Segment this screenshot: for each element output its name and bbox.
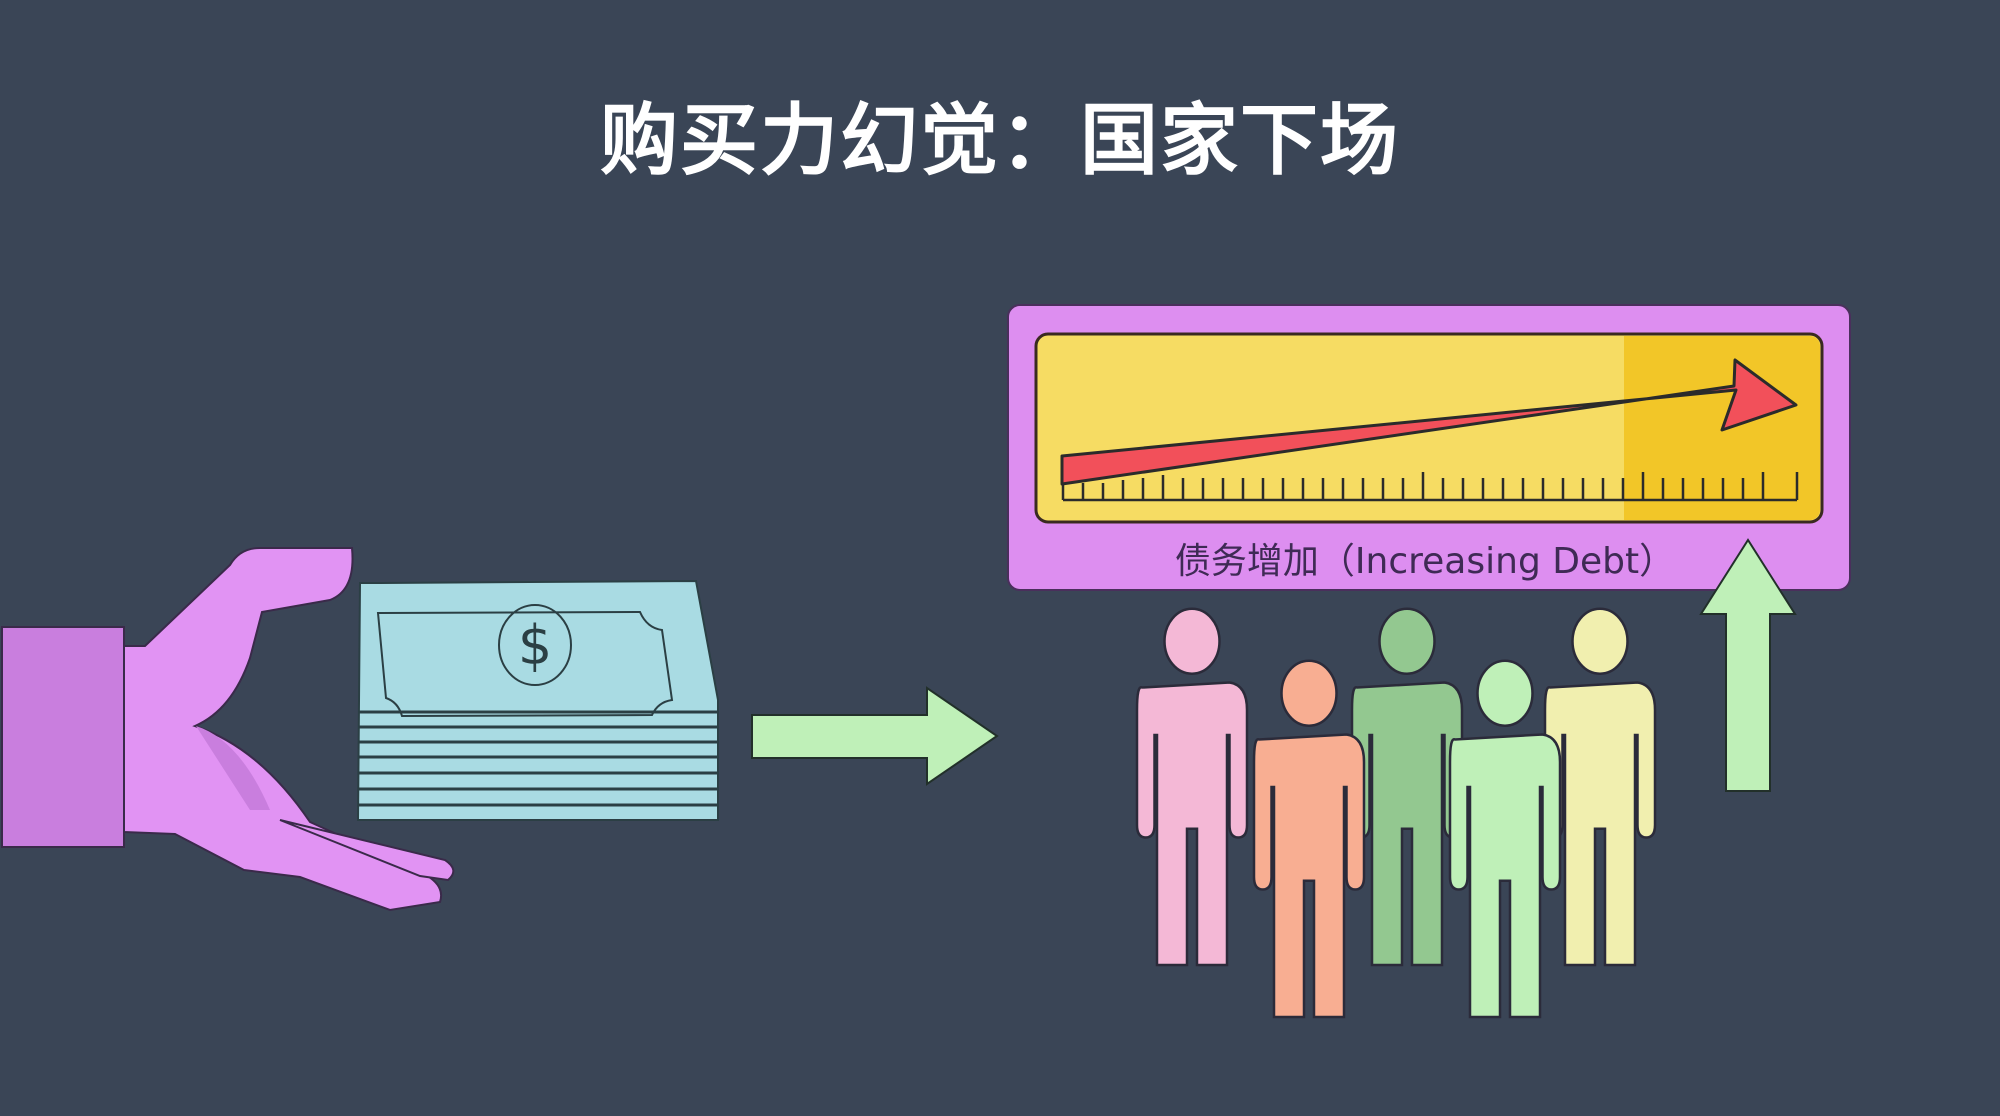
right-arrow-icon — [751, 686, 999, 786]
debt-panel — [1007, 304, 1851, 591]
up-arrow-icon — [1699, 538, 1797, 792]
people-group-icon — [1135, 607, 1657, 1019]
debt-label: 债务增加（Increasing Debt） — [1174, 541, 1676, 582]
person-icon — [1135, 607, 1249, 967]
person-icon — [1543, 607, 1657, 967]
money-stack-icon: $ — [356, 579, 719, 821]
rising-debt-arrow-icon — [1060, 358, 1798, 486]
dollar-sign-icon: $ — [518, 614, 552, 677]
person-icon — [1350, 607, 1464, 967]
person-icon — [1252, 659, 1366, 1019]
page-title: 购买力幻觉：国家下场 — [599, 96, 1400, 186]
hand-with-money-icon: $ — [1, 547, 719, 912]
person-icon — [1448, 659, 1562, 1019]
